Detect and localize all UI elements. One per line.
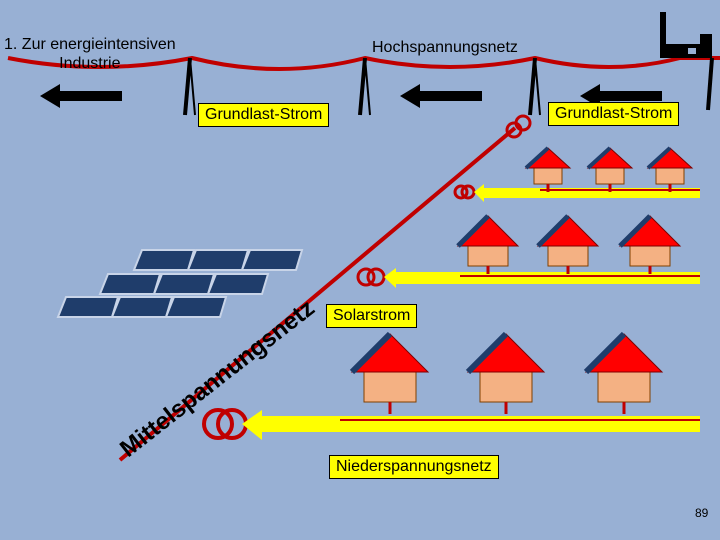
arrow-left-icon	[400, 84, 482, 108]
feeder-row-2	[384, 268, 700, 288]
pylon-icon	[528, 57, 541, 116]
arrow-left-icon	[40, 84, 122, 108]
medium-voltage-line	[118, 126, 517, 462]
solar-panel-icon	[57, 296, 119, 318]
solar-panel-icon	[165, 296, 227, 318]
house-icon	[586, 334, 662, 414]
solar-panel-icon	[133, 249, 195, 271]
pylon-icon	[183, 57, 196, 116]
industry-label: 1. Zur energieintensiven Industrie	[4, 35, 176, 73]
pylon-icon	[706, 57, 714, 111]
solar-panel-icon	[111, 296, 173, 318]
house-icon	[538, 216, 598, 274]
feeder-row-1	[474, 184, 700, 202]
solar-panel-icon	[241, 249, 303, 271]
high-voltage-label: Hochspannungsnetz	[372, 39, 518, 56]
house-icon	[352, 334, 428, 414]
transformer-icon	[356, 267, 386, 287]
arrow-left-icon	[580, 84, 662, 108]
base-load-label-left: Grundlast-Strom	[198, 103, 330, 127]
industry-label-line1: 1. Zur energieintensiven	[4, 36, 176, 53]
solar-panel-icon	[153, 273, 215, 295]
transformer-icon	[202, 408, 248, 440]
house-icon	[524, 146, 572, 194]
feeder-row-3	[242, 410, 700, 440]
solar-panel-icon	[99, 273, 161, 295]
low-voltage-label: Niederspannungsnetz	[329, 455, 499, 479]
solar-panel-icon	[187, 249, 249, 271]
factory-icon	[660, 12, 712, 58]
transformer-icon	[505, 114, 532, 139]
house-icon	[646, 146, 694, 194]
house-icon	[586, 146, 634, 194]
house-icon	[468, 334, 544, 414]
solar-label: Solarstrom	[326, 304, 418, 328]
base-load-label-right: Grundlast-Strom	[548, 102, 680, 126]
pylon-icon	[358, 57, 371, 116]
house-icon	[458, 216, 518, 274]
house-icon	[620, 216, 680, 274]
transformer-icon	[453, 184, 476, 200]
industry-label-line2: Industrie	[59, 55, 121, 72]
solar-panel-icon	[207, 273, 269, 295]
page-number: 89	[695, 506, 709, 520]
